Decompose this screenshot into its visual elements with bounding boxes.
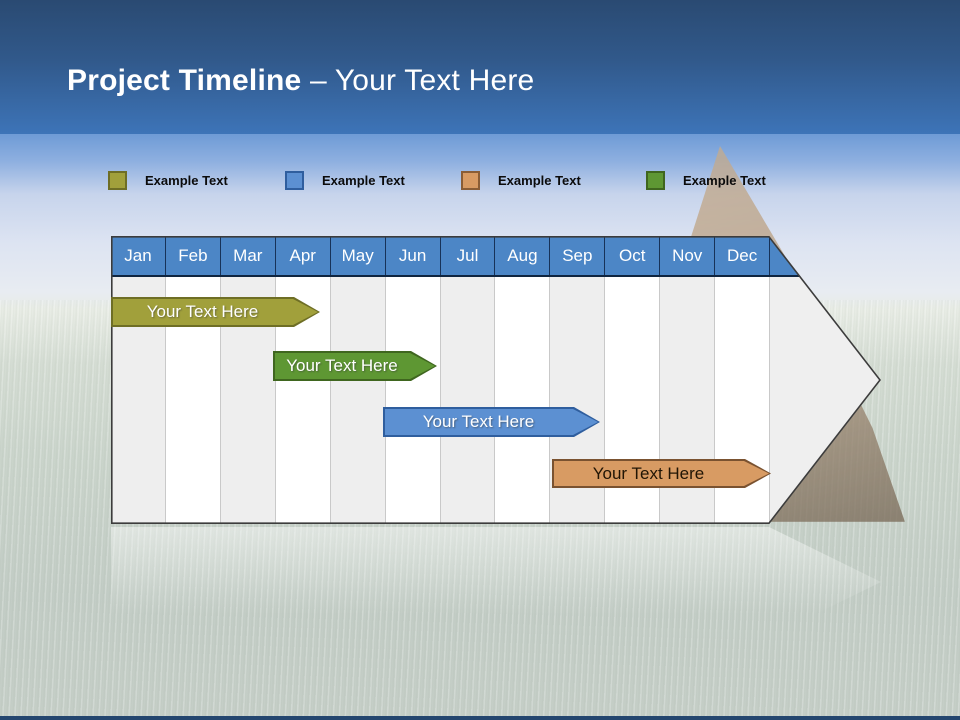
legend-item-green[interactable]: Example Text (646, 168, 766, 192)
month-cell-nov: Nov (660, 236, 716, 275)
task-bar-1-fill: Your Text Here (113, 299, 318, 325)
legend-swatch-blue (285, 170, 304, 190)
task-bar-4[interactable]: Your Text Here (552, 459, 771, 488)
task-bar-label: Your Text Here (286, 356, 398, 375)
title-subtitle-text: – Your Text Here (309, 64, 535, 97)
task-bar-2[interactable]: Your Text Here (273, 351, 437, 381)
timeline-arrow-table: Jan Feb Mar Apr May Jun Jul Aug Sep Oct … (111, 236, 881, 524)
legend-label: Example Text (498, 172, 581, 188)
task-bar-1[interactable]: Your Text Here (111, 297, 320, 327)
month-cell-jul: Jul (441, 236, 496, 275)
task-bar-3-fill: Your Text Here (385, 409, 598, 435)
legend-item-orange[interactable]: Example Text (461, 168, 581, 192)
slide-bottom-strip (0, 716, 960, 720)
timeline-month-header: Jan Feb Mar Apr May Jun Jul Aug Sep Oct … (111, 236, 881, 277)
month-cell-sep: Sep (550, 236, 606, 275)
timeline-reflection (111, 527, 881, 637)
month-cell-may: May (331, 236, 386, 275)
legend-swatch-olive (108, 170, 127, 190)
month-column (440, 277, 496, 524)
legend-item-blue[interactable]: Example Text (285, 168, 405, 192)
legend-label: Example Text (145, 172, 228, 188)
month-cell-dec: Dec (715, 236, 771, 275)
task-bar-2-fill: Your Text Here (275, 353, 435, 379)
task-bar-label: Your Text Here (592, 463, 705, 483)
month-cell-feb: Feb (166, 236, 221, 275)
legend-label: Example Text (683, 172, 766, 188)
month-column (385, 277, 441, 524)
month-cell-mar: Mar (221, 236, 276, 275)
month-cell-jan: Jan (111, 236, 166, 275)
month-cell-jun: Jun (386, 236, 441, 275)
legend-label: Example Text (322, 172, 405, 188)
month-cell-oct: Oct (605, 236, 661, 275)
legend-item-olive[interactable]: Example Text (108, 168, 228, 192)
task-bar-label: Your Text Here (422, 412, 535, 431)
month-header-cells: Jan Feb Mar Apr May Jun Jul Aug Sep Oct … (111, 236, 771, 275)
month-cell-aug: Aug (495, 236, 551, 275)
legend-swatch-orange (461, 170, 480, 190)
task-bar-3[interactable]: Your Text Here (383, 407, 600, 437)
task-bar-label: Your Text Here (146, 302, 259, 321)
task-bar-4-fill: Your Text Here (554, 461, 769, 486)
title-bold-text: Project Timeline (67, 64, 302, 97)
header-band-background (0, 0, 960, 134)
page-title[interactable]: Project Timeline – Your Text Here (67, 62, 534, 100)
month-cell-apr: Apr (276, 236, 331, 275)
legend-swatch-green (646, 170, 665, 190)
month-column (330, 277, 386, 524)
month-column (495, 277, 551, 524)
